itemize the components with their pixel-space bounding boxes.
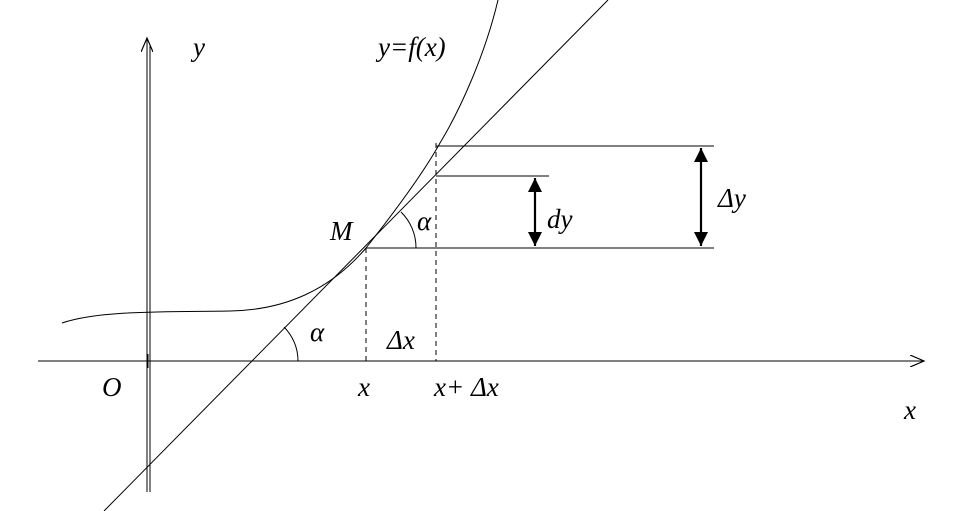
curve-label: y=f(x) <box>375 32 446 62</box>
origin-label: O <box>102 372 122 402</box>
point-m-label: M <box>329 216 354 246</box>
delta-y-label: Δy <box>717 183 746 213</box>
y-axis-label: y <box>190 32 205 62</box>
alpha-tangent-label: α <box>417 206 432 236</box>
alpha-x-axis-label: α <box>310 317 325 347</box>
tick-x-label: x <box>357 372 370 402</box>
x-axis-label: x <box>903 395 916 425</box>
tick-x-plus-label: x+ Δx <box>433 372 499 402</box>
angle-arc-x-axis <box>283 326 299 362</box>
angle-arc-tangent <box>400 211 417 249</box>
dy-label: dy <box>547 204 573 234</box>
tangent-line <box>103 0 609 511</box>
delta-x-label: Δx <box>386 325 415 355</box>
